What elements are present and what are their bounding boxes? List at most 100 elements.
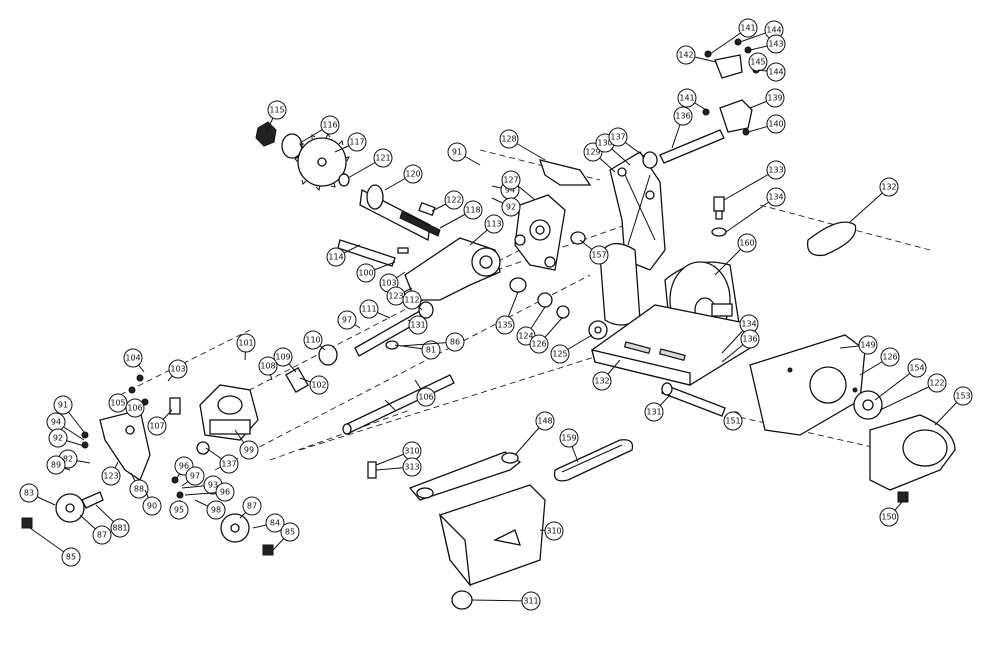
part-number-label: 133 xyxy=(768,166,783,175)
callout-c159: 159 xyxy=(559,428,579,463)
callout-c153: 153 xyxy=(934,386,973,426)
callout-bubble xyxy=(110,518,130,538)
callout-c137: 137 xyxy=(608,127,646,158)
part-number-label: 111 xyxy=(361,305,376,314)
callout-c100: 100 xyxy=(356,261,396,283)
callout-bubble xyxy=(185,466,205,486)
callout-bubble xyxy=(879,507,899,527)
part-number-label: 105 xyxy=(110,399,125,408)
pulley-154 xyxy=(853,390,883,420)
fasteners-left xyxy=(81,374,210,499)
callout-bubble xyxy=(677,88,697,108)
part-number-label: 311 xyxy=(523,597,538,606)
callout-bubble xyxy=(147,416,167,436)
callout-bubble xyxy=(676,45,696,65)
part-number-label: 144 xyxy=(768,68,783,77)
part-number-label: 97 xyxy=(190,472,200,481)
part-number-label: 148 xyxy=(537,417,552,426)
callout-bubble xyxy=(408,315,428,335)
callout-bubble xyxy=(723,411,743,431)
callout-bubble xyxy=(501,197,521,217)
shaft-136 xyxy=(642,129,725,169)
part-number-label: 120 xyxy=(405,170,420,179)
callout-c109: 109 xyxy=(273,347,297,373)
callout-c114: 114 xyxy=(326,244,361,267)
callout-c103b: 103 xyxy=(167,359,188,382)
part-number-label: 108 xyxy=(260,362,275,371)
part-number-label: 93 xyxy=(208,481,218,490)
part-number-label: 81 xyxy=(426,346,436,355)
coupling-110 xyxy=(285,344,338,394)
part-number-label: 149 xyxy=(860,341,875,350)
callout-c89: 89 xyxy=(46,455,71,475)
part-number-label: 143 xyxy=(768,40,783,49)
callout-bubble xyxy=(402,290,422,310)
callout-c106: 106 xyxy=(125,398,147,418)
callout-bubble xyxy=(608,127,628,147)
callout-bubble xyxy=(927,373,947,393)
callout-c117: 117 xyxy=(334,132,367,153)
part-number-label: 132 xyxy=(881,183,896,192)
part-number-label: 86 xyxy=(450,338,460,347)
callout-c149: 149 xyxy=(839,335,878,355)
part-number-label: 83 xyxy=(24,489,34,498)
part-number-label: 140 xyxy=(768,120,783,129)
callout-bubble xyxy=(61,547,81,567)
callout-bubble xyxy=(748,52,768,72)
callout-c95: 95 xyxy=(169,499,189,520)
part-number-label: 150 xyxy=(881,513,896,522)
part-number-label: 126 xyxy=(882,353,897,362)
callout-bubble xyxy=(535,411,555,431)
part-number-label: 100 xyxy=(358,269,373,278)
callout-bubble xyxy=(907,358,927,378)
part-number-label: 87 xyxy=(97,531,107,540)
callout-c131a: 131 xyxy=(407,315,428,335)
leader-line xyxy=(471,599,532,602)
part-number-label: 131 xyxy=(646,408,661,417)
callout-c115: 115 xyxy=(265,100,287,133)
callout-c125: 125 xyxy=(550,334,593,364)
handwheel-right xyxy=(220,513,274,556)
main-shaft xyxy=(342,374,455,435)
callout-c160: 160 xyxy=(714,233,757,276)
callout-c81: 81 xyxy=(394,340,441,360)
callout-bubble xyxy=(101,466,121,486)
callout-bubble xyxy=(169,500,189,520)
callout-bubble xyxy=(53,395,73,415)
callout-c87b: 87 xyxy=(79,514,112,545)
part-number-label: 142 xyxy=(678,51,693,60)
part-number-label: 122 xyxy=(929,379,944,388)
callout-bubble xyxy=(320,115,340,135)
callout-c157: 157 xyxy=(579,239,609,265)
part-number-label: 141 xyxy=(679,94,694,103)
callout-c148: 148 xyxy=(514,411,555,456)
callout-bubble xyxy=(373,148,393,168)
part-number-label: 129 xyxy=(585,148,600,157)
part-number-label: 89 xyxy=(51,461,61,470)
callout-c137b: 137 xyxy=(205,447,239,474)
callout-c141: 141 xyxy=(709,18,758,55)
callout-bubble xyxy=(766,114,786,134)
callout-bubble xyxy=(673,106,693,126)
part-number-label: 141 xyxy=(740,24,755,33)
callout-c120: 120 xyxy=(384,164,423,191)
part-number-label: 310 xyxy=(546,527,561,536)
handwheel-left xyxy=(21,491,104,529)
callout-bubble xyxy=(303,330,323,350)
callout-c134: 134 xyxy=(725,187,786,233)
callout-c140: 140 xyxy=(747,114,786,134)
part-number-label: 127 xyxy=(503,176,518,185)
motor-arm xyxy=(337,237,501,301)
part-number-label: 102 xyxy=(311,381,326,390)
part-number-label: 145 xyxy=(750,58,765,67)
callout-bubble xyxy=(499,129,519,149)
part-number-label: 96 xyxy=(179,462,189,471)
callout-bubble xyxy=(550,344,570,364)
callout-bubble xyxy=(337,310,357,330)
callout-bubble xyxy=(309,375,329,395)
callout-c151: 151 xyxy=(723,411,743,431)
part-number-label: 137 xyxy=(221,460,236,469)
callout-bubble xyxy=(501,170,521,190)
callout-bubble xyxy=(737,233,757,253)
